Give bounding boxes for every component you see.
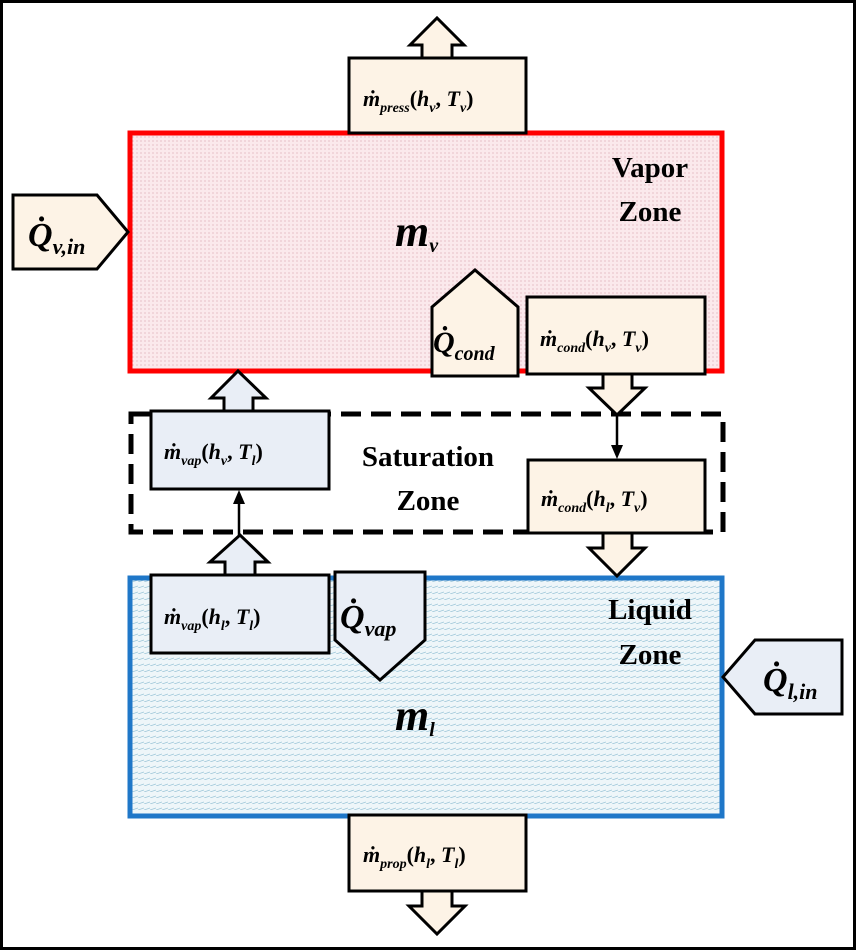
q-cond-arrow <box>430 268 520 378</box>
m-vap-sat-arrow <box>207 368 270 413</box>
q-l-in-arrow <box>721 638 844 716</box>
q-l-in-flow: Q̇l,in <box>721 638 844 716</box>
m-cond-sat-flow: ṁcond(hl, Tv) <box>526 458 707 579</box>
q-cond-flow: Q̇cond <box>430 268 520 378</box>
q-vap-arrow <box>333 570 427 683</box>
m-vap-liquid-flow: ṁvap(hl, Tl) <box>149 532 331 655</box>
liquid-zone-title-1: Liquid <box>608 594 692 626</box>
m-cond-connector-head <box>611 445 623 459</box>
m-cond-vapor-arrow <box>585 372 649 418</box>
m-prop-box <box>347 813 528 893</box>
m-vap-liquid-box <box>149 573 331 655</box>
vapor-zone-title-2: Zone <box>619 196 682 228</box>
m-cond-sat-label: ṁcond(hl, Tv) <box>541 486 648 516</box>
q-v-in-arrow <box>11 193 130 271</box>
m-press-box <box>347 56 528 135</box>
vapor-zone-title-1: Vapor <box>612 152 688 184</box>
q-v-in-label: Q̇v,in <box>28 216 85 259</box>
m-vap-liquid-label: ṁvap(hl, Tl) <box>164 604 260 634</box>
q-v-in-flow: Q̇v,in <box>11 193 130 271</box>
q-vap-label: Q̇vap <box>340 598 396 641</box>
m-cond-sat-arrow <box>585 531 649 579</box>
liquid-mass-label: ml <box>395 691 435 741</box>
m-prop-label: ṁprop(hl, Tl) <box>363 842 466 872</box>
m-cond-vapor-flow: ṁcond(hv, Tv) <box>525 295 707 459</box>
m-vap-sat-label: ṁvap(hv, Tl) <box>164 439 263 469</box>
m-vap-connector-head <box>233 490 245 504</box>
saturation-zone-title-1: Saturation <box>362 441 494 473</box>
liquid-zone-title-2: Zone <box>619 639 682 671</box>
m-vap-sat-box <box>149 409 331 491</box>
m-prop-flow: ṁprop(hl, Tl) <box>347 813 528 937</box>
m-press-label: ṁpress(hv, Tv) <box>363 86 473 116</box>
m-press-flow: ṁpress(hv, Tv) <box>347 15 528 135</box>
m-vap-liquid-arrow <box>206 532 272 577</box>
m-cond-vapor-label: ṁcond(hv, Tv) <box>540 326 649 356</box>
q-l-in-label: Q̇l,in <box>763 661 818 704</box>
saturation-zone-title-2: Zone <box>397 485 460 517</box>
m-vap-sat-flow: ṁvap(hv, Tl) <box>149 368 331 536</box>
m-press-arrow <box>406 15 468 60</box>
q-cond-label: Q̇cond <box>433 326 496 365</box>
q-vap-flow: Q̇vap <box>333 570 427 683</box>
m-prop-arrow <box>405 889 469 937</box>
vapor-mass-label: mv <box>395 207 439 257</box>
